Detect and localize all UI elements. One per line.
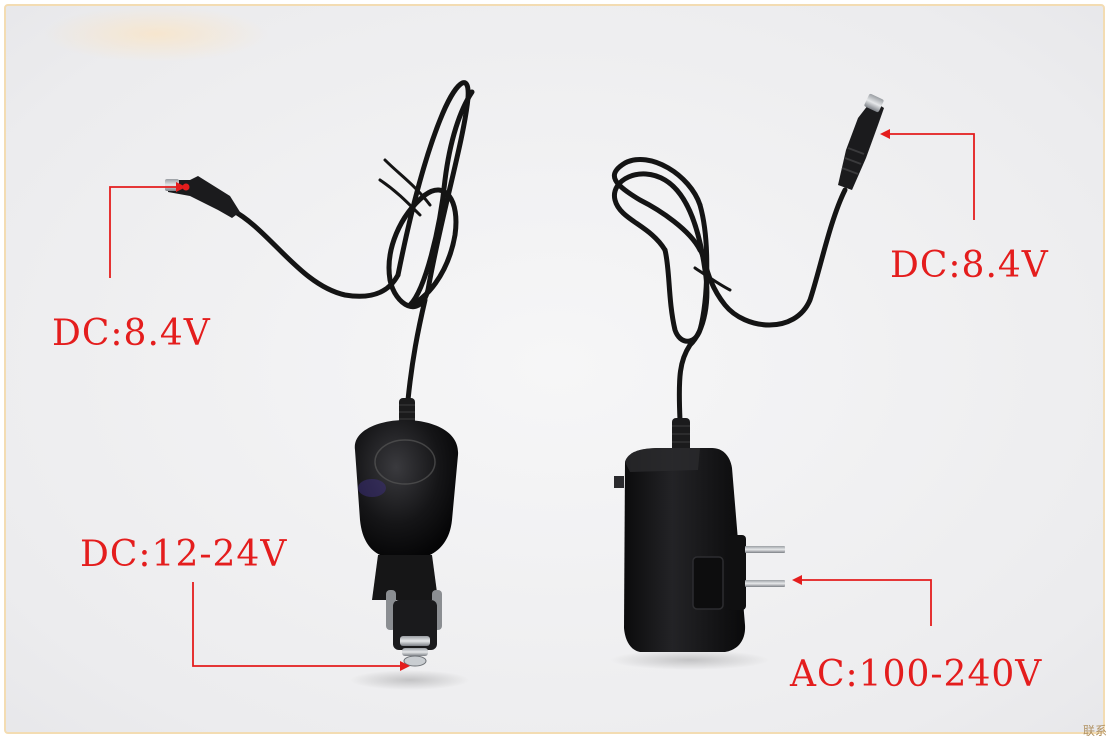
label-adapter-output-voltage: DC:8.4V [890,245,1049,286]
annotation-arrowheads [176,129,890,671]
car-tip-contact [403,655,427,667]
annotation-lines [109,133,975,667]
adapter-prong-top [745,546,785,553]
adapter-body [624,448,746,652]
wall-adapter-cable [611,156,848,423]
label-adapter-input-voltage: AC:100-240V [790,654,1043,695]
adapter-strain-relief [672,418,690,452]
car-charger-cable [229,80,475,403]
adapter-dc-plug [838,100,884,190]
label-car-input-voltage: DC:12-24V [80,534,288,575]
wall-adapter [610,93,884,670]
callout-line-adapter-input [800,579,932,626]
adapter-latch [692,556,724,610]
callout-line-car-output [109,186,178,278]
car-charger [165,80,475,690]
adapter-prong-bottom [745,580,785,587]
corner-contact-text[interactable]: 联系 [1082,724,1107,738]
callout-line-adapter-output [888,133,975,220]
label-car-output-voltage: DC:8.4V [52,313,211,354]
photo-frame [4,4,1105,734]
callout-line-car-input [192,582,402,667]
